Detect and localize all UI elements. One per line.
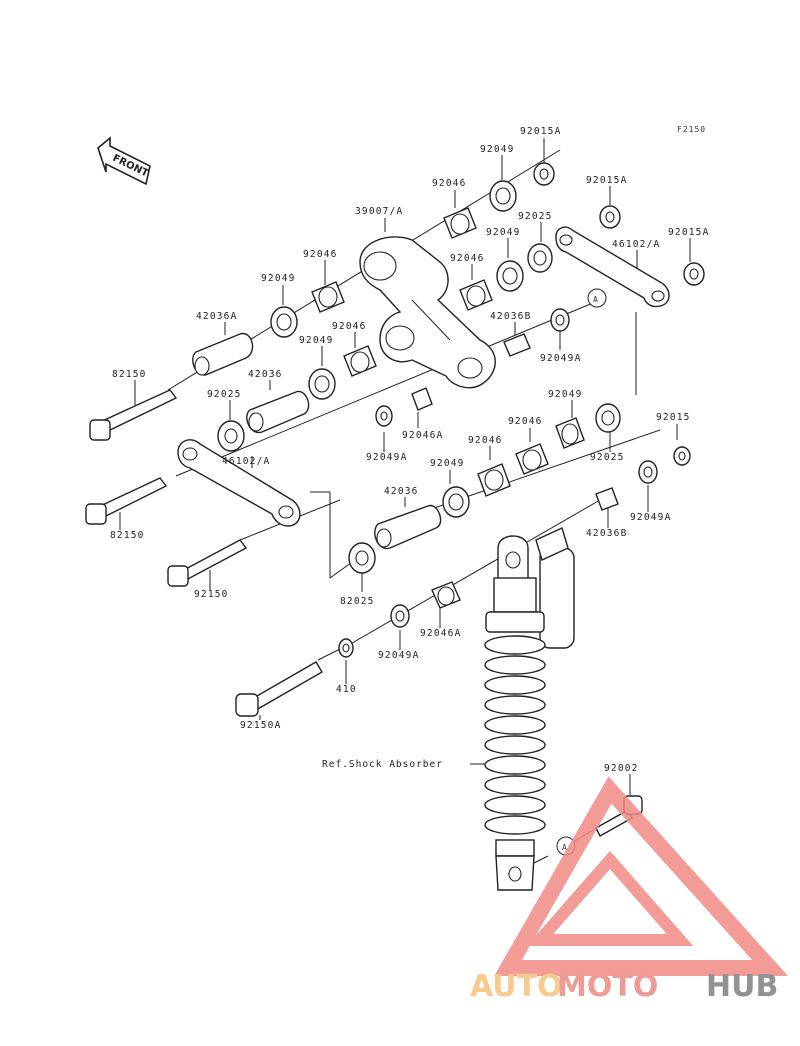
part-label: 92049 [430,458,465,469]
part-label: 92150A [240,720,282,731]
watermark-text-moto: MOTO [557,969,658,1004]
shock-spring [484,635,546,835]
rocker-arm [359,236,496,389]
part-label: 82025 [340,596,375,607]
part-label: 92046A [402,430,444,441]
part-label: 92046 [432,178,467,189]
watermark-triangle-icon [494,776,788,976]
part-label: 92049 [480,144,515,155]
front-arrow-icon: FRONT [97,136,151,186]
part-label: 42036 [384,486,419,497]
part-label: 92046 [303,249,338,260]
tie-rod-lower [177,439,301,527]
watermark-text-hub: HUB [706,969,778,1004]
part-label: 92015 [656,412,691,423]
part-label: 92049 [486,227,521,238]
part-label: 82150 [112,369,147,380]
shock-absorber [484,527,575,891]
marker-a-upper: A [587,288,607,308]
part-label: 92002 [604,763,639,774]
part-label: 92046 [332,321,367,332]
part-label: 82150 [110,530,145,541]
part-label: 92049A [540,353,582,364]
svg-text:A: A [593,295,599,304]
part-label: 42036 [248,369,283,380]
part-label: 92049A [378,650,420,661]
part-label: 92015A [586,175,628,186]
part-label: 39007/A [355,206,403,217]
part-label: 92015A [520,126,562,137]
watermark-logo: AUTO MOTO HUB [470,776,788,1004]
part-label: 42036B [490,311,532,322]
part-label: 92025 [207,389,242,400]
ref-shock-absorber-label: Ref.Shock Absorber [322,759,443,770]
diagram-code: F2150 [677,125,706,134]
part-labels: 92015A 92049 92046 92015A 39007/A 92025 … [110,126,710,774]
part-label: 92049 [548,389,583,400]
bolts [85,389,643,837]
rings [192,162,705,658]
part-label: 42036B [586,528,628,539]
part-label: 92049 [299,335,334,346]
part-label: 92046 [450,253,485,264]
part-label: 92025 [590,452,625,463]
part-label: 92046 [508,416,543,427]
part-label: 92049A [366,452,408,463]
part-label: 92046 [468,435,503,446]
part-label: 92015A [668,227,710,238]
part-label: 92150 [194,589,229,600]
svg-text:A: A [562,843,568,852]
tie-rod-upper [555,226,670,308]
part-label: 46102/A [612,239,660,250]
watermark-text-auto: AUTO [470,969,563,1004]
part-label: 42036A [196,311,238,322]
part-label: 92049A [630,512,672,523]
part-label: 92049 [261,273,296,284]
part-label: 410 [336,684,357,695]
part-label: 92046A [420,628,462,639]
part-label: 92025 [518,211,553,222]
part-label: 46102/A [222,456,270,467]
